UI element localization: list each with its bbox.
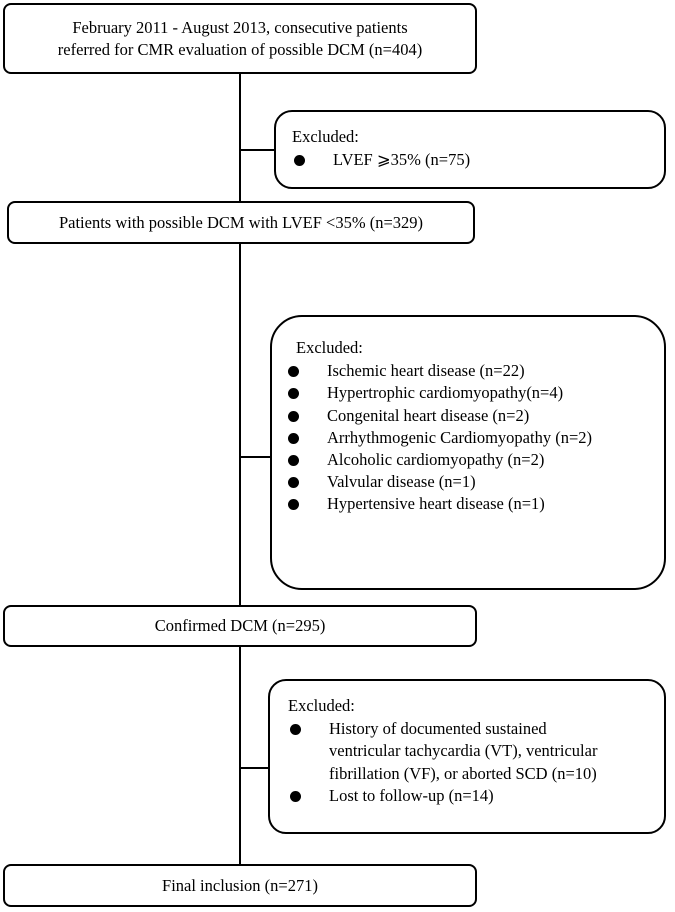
confirmed-dcm-text: Confirmed DCM (n=295) [154, 616, 326, 635]
start-box-text: February 2011 - August 2013, consecutive… [57, 17, 423, 59]
connector-excluded-3 [240, 767, 269, 769]
excluded-item: Arrhythmogenic Cardiomyopathy (n=2) [286, 427, 650, 449]
excluded-title: Excluded: [288, 696, 355, 715]
final-inclusion-box: Final inclusion (n=271) [3, 864, 477, 907]
excluded-item: Lost to follow-up (n=14) [288, 785, 654, 807]
excluded-item: Congenital heart disease (n=2) [286, 405, 650, 427]
excluded-list-2: Ischemic heart disease (n=22) Hypertroph… [286, 360, 650, 515]
final-inclusion-text: Final inclusion (n=271) [162, 875, 318, 895]
start-box: February 2011 - August 2013, consecutive… [3, 3, 477, 74]
excluded-item: Hypertensive heart disease (n=1) [286, 493, 650, 515]
excluded-box-1: Excluded: LVEF ⩾35% (n=75) [274, 110, 666, 189]
possible-dcm-box: Patients with possible DCM with LVEF <35… [7, 201, 475, 244]
excluded-item: Valvular disease (n=1) [286, 471, 650, 493]
confirmed-dcm-box: Confirmed DCM (n=295) [3, 605, 477, 647]
excluded-item: Hypertrophic cardiomyopathy(n=4) [286, 382, 650, 404]
excluded-item: Alcoholic cardiomyopathy (n=2) [286, 449, 650, 471]
connector-excluded-2 [240, 456, 271, 458]
connector-excluded-1 [240, 149, 275, 151]
excluded-list-1: LVEF ⩾35% (n=75) [292, 149, 650, 171]
excluded-item: Ischemic heart disease (n=22) [286, 360, 650, 382]
excluded-title: Excluded: [292, 127, 359, 146]
excluded-list-3: History of documented sustained ventricu… [288, 718, 654, 807]
excluded-title: Excluded: [296, 338, 363, 357]
excluded-box-2: Excluded: Ischemic heart disease (n=22) … [270, 315, 666, 590]
excluded-box-3: Excluded: History of documented sustaine… [268, 679, 666, 834]
main-flow-line [239, 73, 241, 879]
excluded-item: History of documented sustained ventricu… [288, 718, 605, 785]
excluded-item: LVEF ⩾35% (n=75) [292, 149, 650, 171]
possible-dcm-text: Patients with possible DCM with LVEF <35… [58, 212, 424, 232]
